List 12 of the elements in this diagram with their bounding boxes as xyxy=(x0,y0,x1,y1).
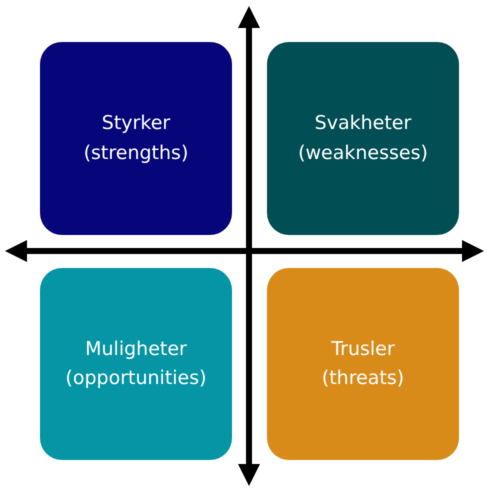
quadrant-box xyxy=(40,268,232,460)
quadrant-box xyxy=(267,268,459,460)
quadrant-subtitle: (strengths) xyxy=(84,140,188,166)
quadrant-subtitle: (weaknesses) xyxy=(298,140,428,166)
quadrant-title: Trusler xyxy=(331,336,395,362)
quadrant-box xyxy=(40,42,232,235)
quadrant-subtitle: (opportunities) xyxy=(65,366,207,391)
quadrant-box xyxy=(267,42,459,235)
quadrant-title: Svakheter xyxy=(314,111,412,136)
quadrant-title: Styrker xyxy=(102,111,170,136)
quadrant-title: Muligheter xyxy=(85,336,187,362)
quadrant-subtitle: (threats) xyxy=(322,366,404,391)
